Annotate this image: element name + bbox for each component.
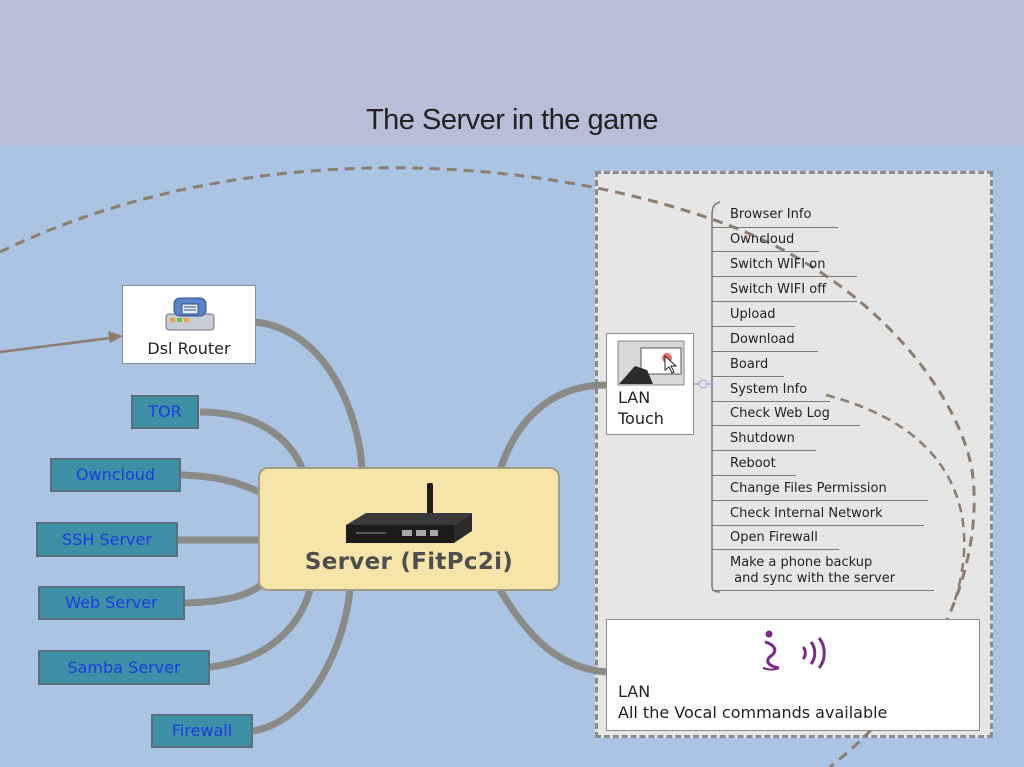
dashed-arc-inner: [825, 393, 966, 601]
header-band: [0, 0, 1024, 146]
branch-owncloud: [180, 471, 262, 496]
page-title: The Server in the game: [365, 104, 659, 136]
lan-vocal-node: LAN All the Vocal commands available: [606, 619, 980, 731]
branch-lan-vocal: [496, 588, 607, 676]
phone-modem-icon: [165, 297, 215, 331]
lan-touch-label-line1: LAN: [618, 388, 651, 407]
menu-divider: [712, 376, 784, 377]
lan-touch-node: LAN Touch: [606, 333, 694, 435]
lan-vocal-label-line2: All the Vocal commands available: [618, 703, 888, 722]
node-samba-server: Samba Server: [38, 650, 210, 685]
menu-item-upload: Upload: [730, 307, 776, 322]
menu-item-owncloud: Owncloud: [730, 232, 795, 247]
menu-bracket: [711, 201, 721, 593]
menu-divider: [712, 525, 924, 526]
menu-item-check-internal-network: Check Internal Network: [730, 506, 883, 521]
lan-touch-label-line2: Touch: [618, 409, 664, 428]
voice-wave-icon: [762, 630, 826, 671]
router-arrow-line: [0, 335, 119, 354]
branch-router: [254, 318, 366, 471]
branch-samba: [209, 588, 314, 671]
node-firewall: Firewall: [151, 714, 253, 748]
node-ssh-server: SSH Server: [36, 522, 178, 557]
router-arrow-head: [108, 331, 123, 343]
menu-divider: [712, 227, 838, 228]
menu-divider: [712, 351, 818, 352]
menu-divider: [712, 450, 816, 451]
menu-item-open-firewall: Open Firewall: [730, 530, 818, 545]
branch-lan-touch: [496, 381, 607, 472]
menu-item-browser-info: Browser Info: [730, 207, 812, 222]
dsl-router-label: Dsl Router: [147, 339, 231, 358]
server-node: Server (FitPc2i): [258, 467, 560, 591]
menu-divider: [712, 401, 830, 402]
menu-item-system-info: System Info: [730, 382, 808, 397]
branch-web: [184, 581, 265, 607]
menu-item-phone-backup-line2: and sync with the server: [730, 571, 896, 586]
menu-item-download: Download: [730, 332, 795, 347]
menu-item-reboot: Reboot: [730, 456, 776, 471]
branch-tor: [199, 408, 306, 470]
dashed-arc-top: [0, 166, 976, 767]
menu-divider: [712, 590, 934, 591]
menu-item-phone-backup-line1: Make a phone backup: [730, 555, 873, 570]
lan-vocal-label-line1: LAN: [618, 682, 651, 701]
menu-divider: [712, 549, 839, 550]
menu-divider: [712, 251, 819, 252]
node-web-server: Web Server: [38, 586, 185, 620]
menu-divider: [712, 326, 795, 327]
collapse-toggle-icon: [698, 379, 708, 389]
menu-item-switch-wifi-off: Switch WIFI off: [730, 282, 827, 297]
node-owncloud: Owncloud: [50, 458, 181, 492]
router-device-icon: [346, 483, 472, 543]
menu-divider: [712, 500, 928, 501]
dsl-router-node: Dsl Router: [122, 285, 256, 364]
menu-item-switch-wifi-on: Switch WIFI on: [730, 257, 826, 272]
menu-item-change-files-permission: Change Files Permission: [730, 481, 887, 496]
menu-item-check-web-log: Check Web Log: [730, 406, 830, 421]
menu-divider: [712, 276, 857, 277]
menu-item-board: Board: [730, 357, 769, 372]
menu-divider: [712, 475, 796, 476]
touch-screen-icon: [617, 340, 685, 386]
menu-divider: [712, 301, 857, 302]
menu-item-shutdown: Shutdown: [730, 431, 795, 446]
menu-divider: [712, 425, 860, 426]
server-label: Server (FitPc2i): [304, 549, 514, 575]
node-tor: TOR: [131, 395, 199, 429]
branch-firewall: [252, 589, 354, 735]
